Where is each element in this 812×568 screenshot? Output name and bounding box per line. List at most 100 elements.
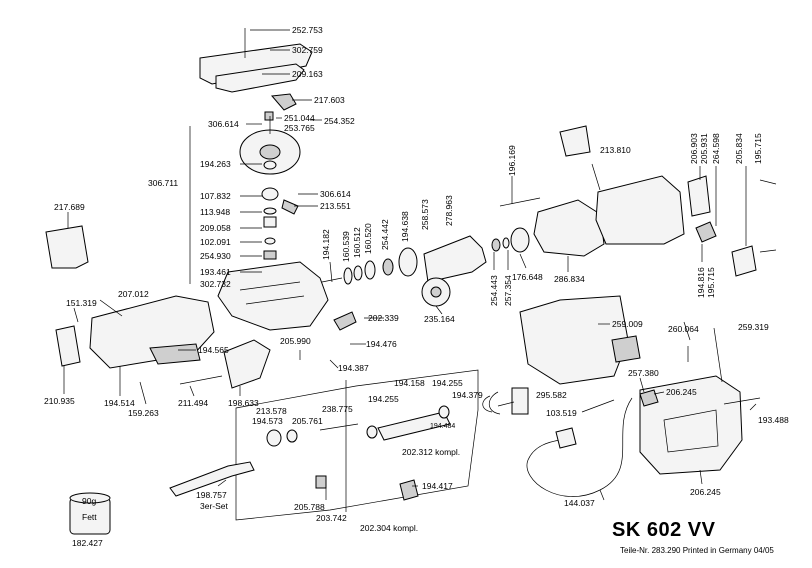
label-207012: 207.012 <box>118 289 149 299</box>
label-103519: 103.519 <box>546 408 577 418</box>
label-194263: 194.263 <box>200 159 231 169</box>
label-217603: 217.603 <box>314 95 345 105</box>
label-102091: 102.091 <box>200 237 231 247</box>
motor-housing-213810 <box>595 175 685 245</box>
label-235164: 235.164 <box>424 314 455 324</box>
label-194565: 194.565 <box>198 345 229 355</box>
gear-housing-302732 <box>217 261 329 331</box>
model-title: SK 602 VV <box>612 519 716 541</box>
label-193488: 193.488 <box>758 415 789 425</box>
label-198757: 198.757 <box>196 490 227 500</box>
document-footer: Teile-Nr. 283.290 Printed in Germany 04/… <box>620 546 774 555</box>
label-195715-a: 195.715 <box>753 133 763 164</box>
label-205990: 205.990 <box>280 336 311 346</box>
label-176648: 176.648 <box>512 272 543 282</box>
label-194387: 194.387 <box>338 363 369 373</box>
label-203742: 203.742 <box>316 513 347 523</box>
field-coil-286834 <box>533 199 605 257</box>
clamp-194417 <box>399 479 419 501</box>
bearing-254443 <box>491 238 501 252</box>
label-113948: 113.948 <box>200 207 230 217</box>
label-160512: 160.512 <box>352 227 362 258</box>
lever-202339 <box>333 311 357 331</box>
disc-176648 <box>510 227 530 253</box>
label-258573: 258.573 <box>420 199 430 230</box>
auxiliary-handle-198633 <box>223 339 271 389</box>
clip-213551 <box>281 199 299 215</box>
label-253765: 253.765 <box>284 123 315 133</box>
handle-grip-opening <box>663 409 719 453</box>
label-211494: 211.494 <box>178 398 208 408</box>
label-306711: 306.711 <box>148 178 178 188</box>
screw-203742 <box>315 475 327 489</box>
label-205788: 205.788 <box>294 502 325 512</box>
spring-211494 <box>179 375 223 385</box>
label-194484: 194.484 <box>430 423 455 430</box>
base-plate-clamp <box>149 343 201 365</box>
label-286834: 286.834 <box>554 274 585 284</box>
label-194158: 194.158 <box>394 378 425 388</box>
label-302732: 302.732 <box>200 279 231 289</box>
brush-holder-plate <box>559 125 591 157</box>
label-193461: 193.461 <box>200 267 231 277</box>
bushing-194255 <box>366 425 378 439</box>
suppressor-wires <box>482 391 501 415</box>
drive-wheel-hub <box>259 144 281 160</box>
label-205931: 205.931 <box>699 133 709 164</box>
washer-160539 <box>343 267 353 285</box>
plunger-194158 <box>377 411 451 441</box>
label-254352: 254.352 <box>324 116 355 126</box>
label-202304: 202.304 kompl. <box>360 523 418 533</box>
label-194514: 194.514 <box>104 398 135 408</box>
guide-217689 <box>45 225 89 269</box>
brush-264598 <box>695 221 717 243</box>
label-202312: 202.312 kompl. <box>402 447 460 457</box>
label-160539: 160.539 <box>341 231 351 262</box>
disc-194573 <box>266 429 282 447</box>
gear-235164-hub <box>430 286 442 298</box>
label-107832: 107.832 <box>200 191 231 201</box>
plunger-stack <box>261 187 299 260</box>
suppressor-295582 <box>511 387 529 415</box>
label-264598: 264.598 <box>711 133 721 164</box>
label-194638: 194.638 <box>400 211 410 242</box>
fan-194638 <box>398 247 418 277</box>
grease-weight: 90g <box>82 496 96 506</box>
saw-blade-198757 <box>169 461 255 497</box>
label-238775: 238.775 <box>322 404 353 414</box>
label-194476: 194.476 <box>366 339 397 349</box>
label-195715-b: 195.715 <box>706 267 716 298</box>
label-251044: 251.044 <box>284 113 315 123</box>
label-254930: 254.930 <box>200 251 231 261</box>
label-206903: 206.903 <box>689 133 699 164</box>
label-194816: 194.816 <box>696 267 706 298</box>
bushing-194255-b <box>438 405 450 419</box>
label-194255-b: 194.255 <box>368 394 399 404</box>
label-205834: 205.834 <box>734 133 744 164</box>
label-206245-a: 206.245 <box>666 387 697 397</box>
label-194255-a: 194.255 <box>432 378 463 388</box>
label-257354: 257.354 <box>503 275 513 306</box>
grease-label: Fett <box>82 512 97 522</box>
motor-assembly <box>499 125 777 277</box>
switch-260064 <box>611 335 641 363</box>
top-cover-assembly <box>199 28 313 175</box>
label-202339: 202.339 <box>368 313 399 323</box>
label-194417: 194.417 <box>422 481 453 491</box>
label-254442: 254.442 <box>380 219 390 250</box>
washer-160512 <box>353 265 363 281</box>
bracket-217603 <box>271 93 297 111</box>
washer-160520 <box>364 260 376 280</box>
label-278963: 278.963 <box>444 195 454 226</box>
washer-194263 <box>263 160 277 170</box>
bushing-254930 <box>263 250 277 260</box>
leader-lines <box>63 29 757 501</box>
clamp-257380 <box>639 389 659 407</box>
screw-196169 <box>499 197 541 207</box>
gasket-206903 <box>687 175 711 217</box>
label-206245-b: 206.245 <box>690 487 721 497</box>
label-259319: 259.319 <box>738 322 769 332</box>
label-257380: 257.380 <box>628 368 659 378</box>
label-194573: 194.573 <box>252 416 283 426</box>
